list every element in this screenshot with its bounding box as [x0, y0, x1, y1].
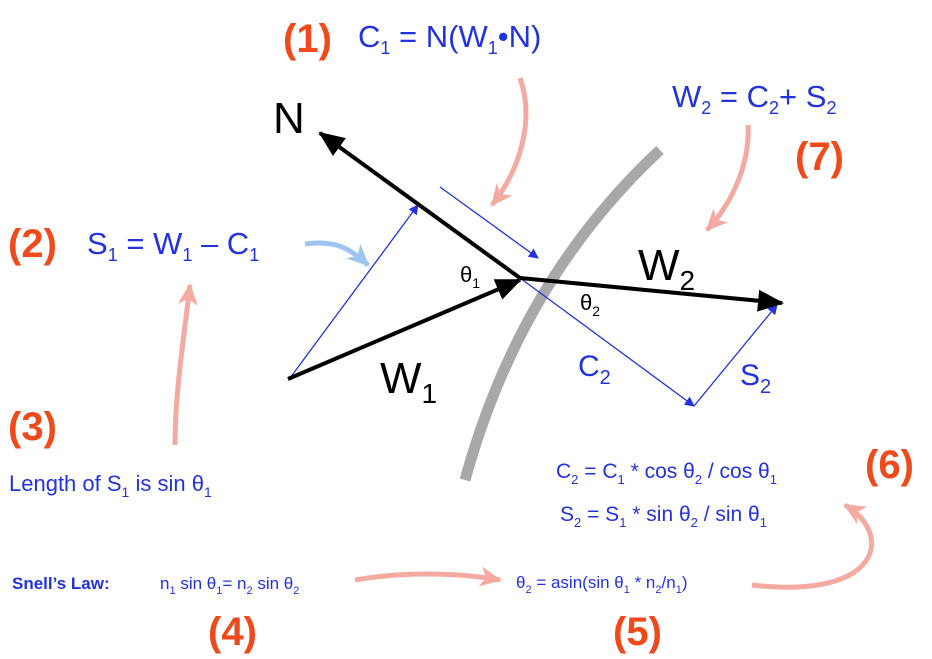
normal-vector: [318, 131, 522, 280]
label-w1: W1: [380, 354, 437, 409]
surface-curve: [459, 145, 664, 482]
arrow-1: [490, 77, 529, 207]
arrow-4: [354, 566, 502, 587]
equation-3: Length of S1 is sin θ1: [9, 471, 212, 500]
s2-vector: [693, 304, 778, 407]
step-3-label: (3): [8, 405, 57, 449]
equation-6-c2: C2 = C1 * cos θ2 / cos θ1: [556, 460, 777, 487]
step-7-label: (7): [795, 135, 844, 179]
arrow-2: [304, 240, 370, 267]
equation-4: n1 sin θ1= n2 sin θ2: [160, 574, 299, 597]
equation-7: W2 = C2+ S2: [672, 79, 836, 118]
arrow-3: [172, 283, 198, 446]
arrow-5: [751, 502, 874, 590]
label-w2: W2: [638, 241, 695, 296]
c2-vector: [519, 277, 695, 407]
equation-6-s2: S2 = S1 * sin θ2 / sin θ1: [560, 503, 767, 530]
label-s2: S2: [740, 359, 771, 398]
label-c2: C2: [578, 350, 611, 389]
equation-5: θ2 = asin(sin θ1 * n2/n1): [516, 573, 688, 596]
arrow-7: [705, 124, 751, 232]
snell-label: Snell’s Law:: [12, 574, 110, 593]
w2-vector: [519, 276, 784, 312]
label-theta2: θ2: [580, 290, 600, 319]
c1-projection: [439, 186, 539, 259]
label-theta1: θ1: [460, 262, 480, 291]
label-n: N: [273, 94, 305, 143]
step-2-label: (2): [8, 222, 57, 266]
equation-2: S1 = W1 – C1: [87, 226, 259, 265]
s1-vector: [289, 204, 419, 379]
equation-1: C1 = N(W1•N): [358, 19, 541, 58]
step-1-label: (1): [283, 17, 332, 61]
step-6-label: (6): [865, 443, 914, 487]
step-5-label: (5): [613, 610, 662, 654]
w1-vector: [287, 278, 522, 381]
step-4-label: (4): [208, 610, 257, 654]
